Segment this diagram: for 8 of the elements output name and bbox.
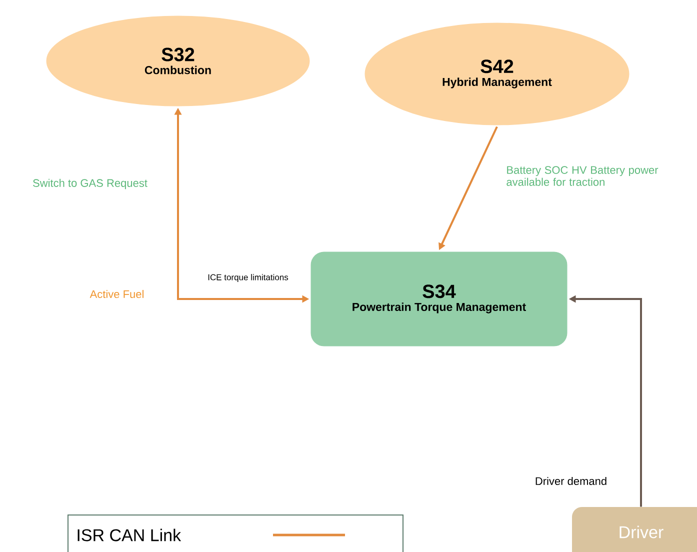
module-box: S34 Powertrain Torque Management xyxy=(309,250,569,348)
legend-label: ISR CAN Link xyxy=(78,528,182,542)
edge-label: ICE torque limitations xyxy=(206,273,290,283)
edge-label: Driver demand xyxy=(534,476,608,486)
driver-box: Driver xyxy=(572,507,697,552)
signal-label: Active Fuel xyxy=(90,290,144,298)
signal-label: Switch to GAS Request xyxy=(33,178,148,190)
signal-label: Battery SOC HV Battery power available for traction xyxy=(506,166,658,186)
